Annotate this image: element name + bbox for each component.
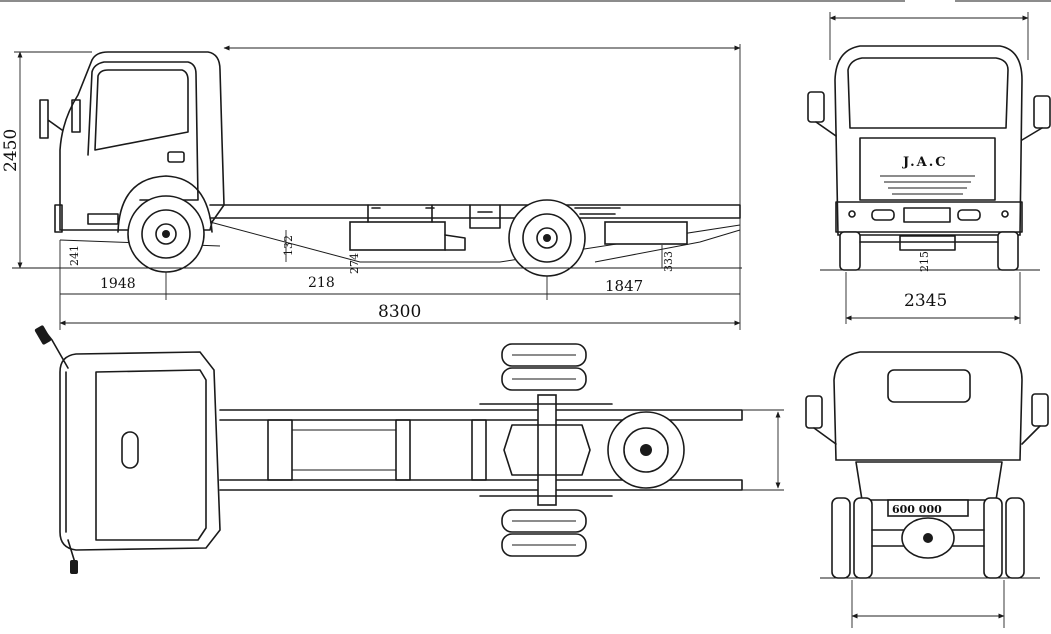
front-cab: [834, 45, 1023, 236]
top-crossmember-1: [267, 419, 293, 481]
top-diff: [503, 424, 591, 476]
top-cab-roof: [95, 369, 207, 541]
top-tire-tread-l: [512, 520, 576, 546]
side-rear-rim: [522, 213, 572, 263]
front-fog-lamp-l: [871, 209, 895, 221]
dim-front-overhang-label: 1948: [100, 276, 136, 292]
side-front-hub: [155, 223, 177, 245]
front-mirror-l: [807, 91, 825, 123]
dim-overall-width-label: 2345: [904, 291, 947, 311]
front-view: J.A.C 215 2345: [807, 12, 1051, 324]
side-view: 2450 241 132 274 333 1948 218 1847 8300: [1, 44, 742, 330]
side-rear-hubcap: [543, 234, 551, 242]
rear-mirror-arm-l: [813, 427, 837, 445]
rear-plate-label: 600 000: [892, 503, 942, 516]
side-fuel-tank: [349, 221, 446, 251]
front-fog-lamp-r: [957, 209, 981, 221]
rear-view: 600 000: [805, 351, 1049, 628]
rear-window: [887, 369, 971, 403]
rear-mirror-r: [1031, 393, 1049, 427]
front-mirror-arm-r: [1021, 127, 1043, 141]
front-bumper: [835, 201, 1023, 233]
front-brand-badge: J.A.C: [902, 155, 948, 170]
top-springs: [479, 403, 613, 497]
front-windshield: [847, 57, 1009, 129]
top-mirror-r-head: [70, 560, 78, 574]
top-spare-rim: [623, 427, 669, 473]
side-rear-springs: [574, 207, 621, 215]
side-frame-rail: [209, 204, 741, 219]
front-clearance-label: 215: [918, 251, 931, 272]
dim-frame-height-label: 218: [308, 275, 335, 291]
top-spare-hub: [640, 444, 652, 456]
rear-diff-center: [923, 533, 933, 543]
dim-rear-clearance-label: 333: [662, 251, 675, 272]
top-cab: [59, 351, 221, 551]
rear-mirror-arm-r: [1021, 425, 1041, 445]
top-roof-hatch: [121, 431, 139, 469]
dim-front-clearance-label: 241: [68, 245, 81, 266]
front-plate-area: [903, 207, 951, 223]
side-cab-window: [94, 69, 189, 151]
rear-tire-r1: [983, 497, 1003, 579]
dim-overall-height-label: 2450: [1, 129, 21, 172]
rear-plate: [887, 499, 969, 517]
dim-rear-overhang-label: 1847: [605, 277, 643, 295]
side-front-arch: [117, 175, 213, 233]
front-axle: [859, 235, 999, 251]
side-front-hubcap: [162, 230, 170, 238]
dim-overall-length-label: 8300: [378, 302, 421, 322]
top-crossmember-3: [471, 419, 487, 481]
rear-tire-l2: [853, 497, 873, 579]
rear-tire-l1: [831, 497, 851, 579]
front-mirror-arm-l: [815, 121, 837, 137]
side-door-handle: [167, 151, 185, 163]
top-view: [34, 325, 784, 574]
top-crossmember-detail: [292, 429, 396, 471]
dim-mid-clearance-b-label: 274: [348, 253, 361, 274]
side-front-rim: [141, 209, 191, 259]
rear-tire-r2: [1005, 497, 1025, 579]
rear-mirror-l: [805, 395, 823, 429]
side-rear-box: [604, 221, 688, 245]
front-bolt-l: [848, 210, 856, 218]
rear-cab-lower: [855, 461, 1003, 501]
side-rear-bracket: [469, 204, 501, 229]
side-mirror-arm: [71, 99, 81, 133]
front-grille-frame: [859, 137, 996, 201]
front-grille-slats: [880, 175, 975, 195]
top-tire-tread-u: [512, 354, 576, 380]
side-step: [87, 213, 119, 225]
front-mirror-r: [1033, 95, 1051, 129]
front-bolt-r: [1001, 210, 1009, 218]
dim-mid-clearance-a-label: 132: [282, 235, 295, 256]
side-rear-hub: [536, 227, 558, 249]
front-tire-l: [839, 231, 861, 271]
side-tank-brackets: [367, 204, 435, 223]
front-tire-r: [997, 231, 1019, 271]
top-mirror-l-head: [34, 325, 52, 345]
side-exhaust: [444, 234, 466, 251]
side-cab-door: [87, 61, 199, 201]
side-bumper: [54, 204, 63, 233]
top-rear-axle: [537, 394, 557, 506]
top-crossmember-2: [395, 419, 411, 481]
side-mirror: [39, 99, 63, 139]
rear-cab: [833, 351, 1023, 461]
